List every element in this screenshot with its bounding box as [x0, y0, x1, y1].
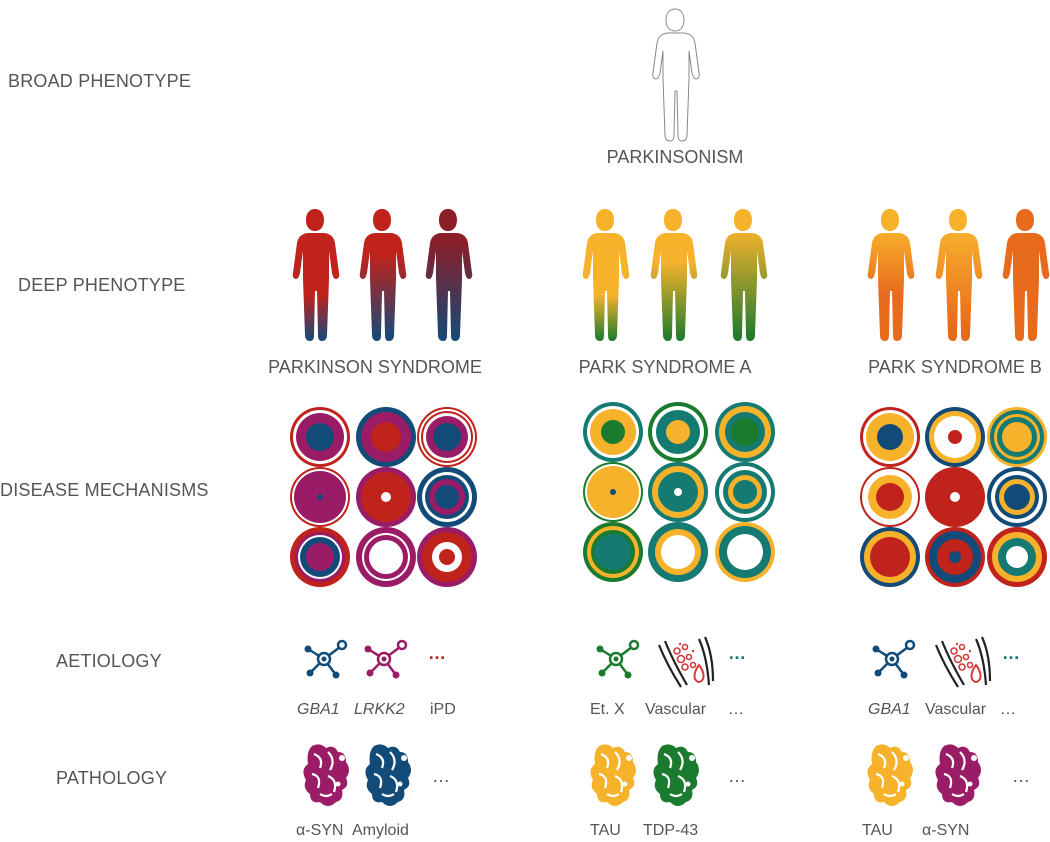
mechanism-circle: [290, 467, 350, 527]
network-icon: [872, 639, 916, 679]
pathology-label: TAU: [862, 822, 893, 839]
row-label-pathology: PATHOLOGY: [56, 768, 168, 788]
mechanism-circle: [925, 467, 985, 527]
row-label-disease-mechanisms: DISEASE MECHANISMS: [0, 480, 209, 500]
disease-mechanism-grid: [290, 402, 1047, 587]
mechanism-circle: [925, 407, 985, 467]
mechanism-circle: [715, 402, 775, 462]
person-figure-icon: [935, 209, 983, 341]
aetiology-label: LRKK2: [354, 701, 405, 718]
mechanism-circle: [987, 467, 1047, 527]
mechanism-circle: [860, 467, 920, 527]
protein-aggregate-icon: [303, 744, 349, 806]
mechanism-circle: [583, 462, 643, 522]
person-figure-icon: [292, 209, 340, 341]
aetiology-label: Vascular: [645, 701, 707, 718]
pathology-label: TDP-43: [643, 822, 699, 839]
group-title-park-syndrome-b: PARK SYNDROME B: [868, 357, 1042, 377]
ellipsis-icon: …: [428, 643, 447, 663]
mechanism-circle: [987, 407, 1047, 467]
aetiology-label: …: [1000, 701, 1016, 718]
mechanism-circle: [290, 527, 350, 587]
person-figure-icon: [867, 209, 915, 341]
network-icon: [364, 639, 408, 679]
mechanism-circle: [860, 527, 920, 587]
mechanism-circle: [987, 527, 1047, 587]
person-outline-icon: [652, 8, 700, 142]
pathology-label: α-SYN: [922, 822, 970, 839]
person-figure-icon: [359, 209, 407, 341]
mechanism-circle: [583, 522, 643, 582]
pathology-label: α-SYN: [296, 822, 344, 839]
vascular-icon: [934, 636, 992, 688]
protein-aggregate-icon: [653, 744, 699, 806]
aetiology-label: GBA1: [868, 701, 911, 718]
ellipsis-icon: …: [1002, 643, 1021, 663]
person-figure-icon: [582, 209, 630, 341]
mechanism-circle: [648, 522, 708, 582]
aetiology-label: …: [728, 701, 744, 718]
mechanism-circle: [925, 527, 985, 587]
mechanism-circle: [860, 407, 920, 467]
aetiology-label: Et. X: [590, 701, 625, 718]
mechanism-circle: [417, 527, 477, 587]
mechanism-circle: [715, 462, 775, 522]
row-label-aetiology: AETIOLOGY: [56, 651, 162, 671]
ellipsis-icon: …: [728, 643, 747, 663]
person-figure-icon: [1002, 209, 1050, 341]
ellipsis-icon: …: [728, 766, 747, 786]
mechanism-circle: [356, 467, 416, 527]
protein-aggregate-icon: [590, 744, 636, 806]
aetiology-label: iPD: [430, 701, 456, 718]
broad-phenotype-title: PARKINSONISM: [606, 147, 744, 167]
network-icon: [596, 639, 640, 679]
mechanism-circle: [648, 462, 708, 522]
aetiology-label: Vascular: [925, 701, 987, 718]
protein-aggregate-icon: [365, 744, 411, 806]
row-label-broad-phenotype: BROAD PHENOTYPE: [8, 71, 192, 91]
network-icon: [304, 639, 348, 679]
person-figure-icon: [425, 209, 473, 341]
mechanism-circle: [583, 402, 643, 462]
group-title-park-syndrome-a: PARK SYNDROME A: [578, 357, 752, 377]
mechanism-circle: [417, 407, 477, 467]
mechanism-circle: [356, 407, 416, 467]
mechanism-circle: [715, 522, 775, 582]
protein-aggregate-icon: [935, 744, 981, 806]
vascular-icon: [657, 636, 715, 688]
mechanism-circle: [648, 402, 708, 462]
row-label-deep-phenotype: DEEP PHENOTYPE: [18, 275, 186, 295]
mechanism-circle: [356, 527, 416, 587]
mechanism-circle: [417, 467, 477, 527]
person-figure-icon: [720, 209, 768, 341]
protein-aggregate-icon: [867, 744, 913, 806]
pathology-label: Amyloid: [352, 822, 409, 839]
pathology-label: TAU: [590, 822, 621, 839]
mechanism-circle: [290, 407, 350, 467]
aetiology-label: GBA1: [297, 701, 340, 718]
ellipsis-icon: …: [1012, 766, 1031, 786]
ellipsis-icon: …: [432, 766, 451, 786]
group-title-parkinson-syndrome: PARKINSON SYNDROME: [268, 357, 482, 377]
person-figure-icon: [650, 209, 698, 341]
